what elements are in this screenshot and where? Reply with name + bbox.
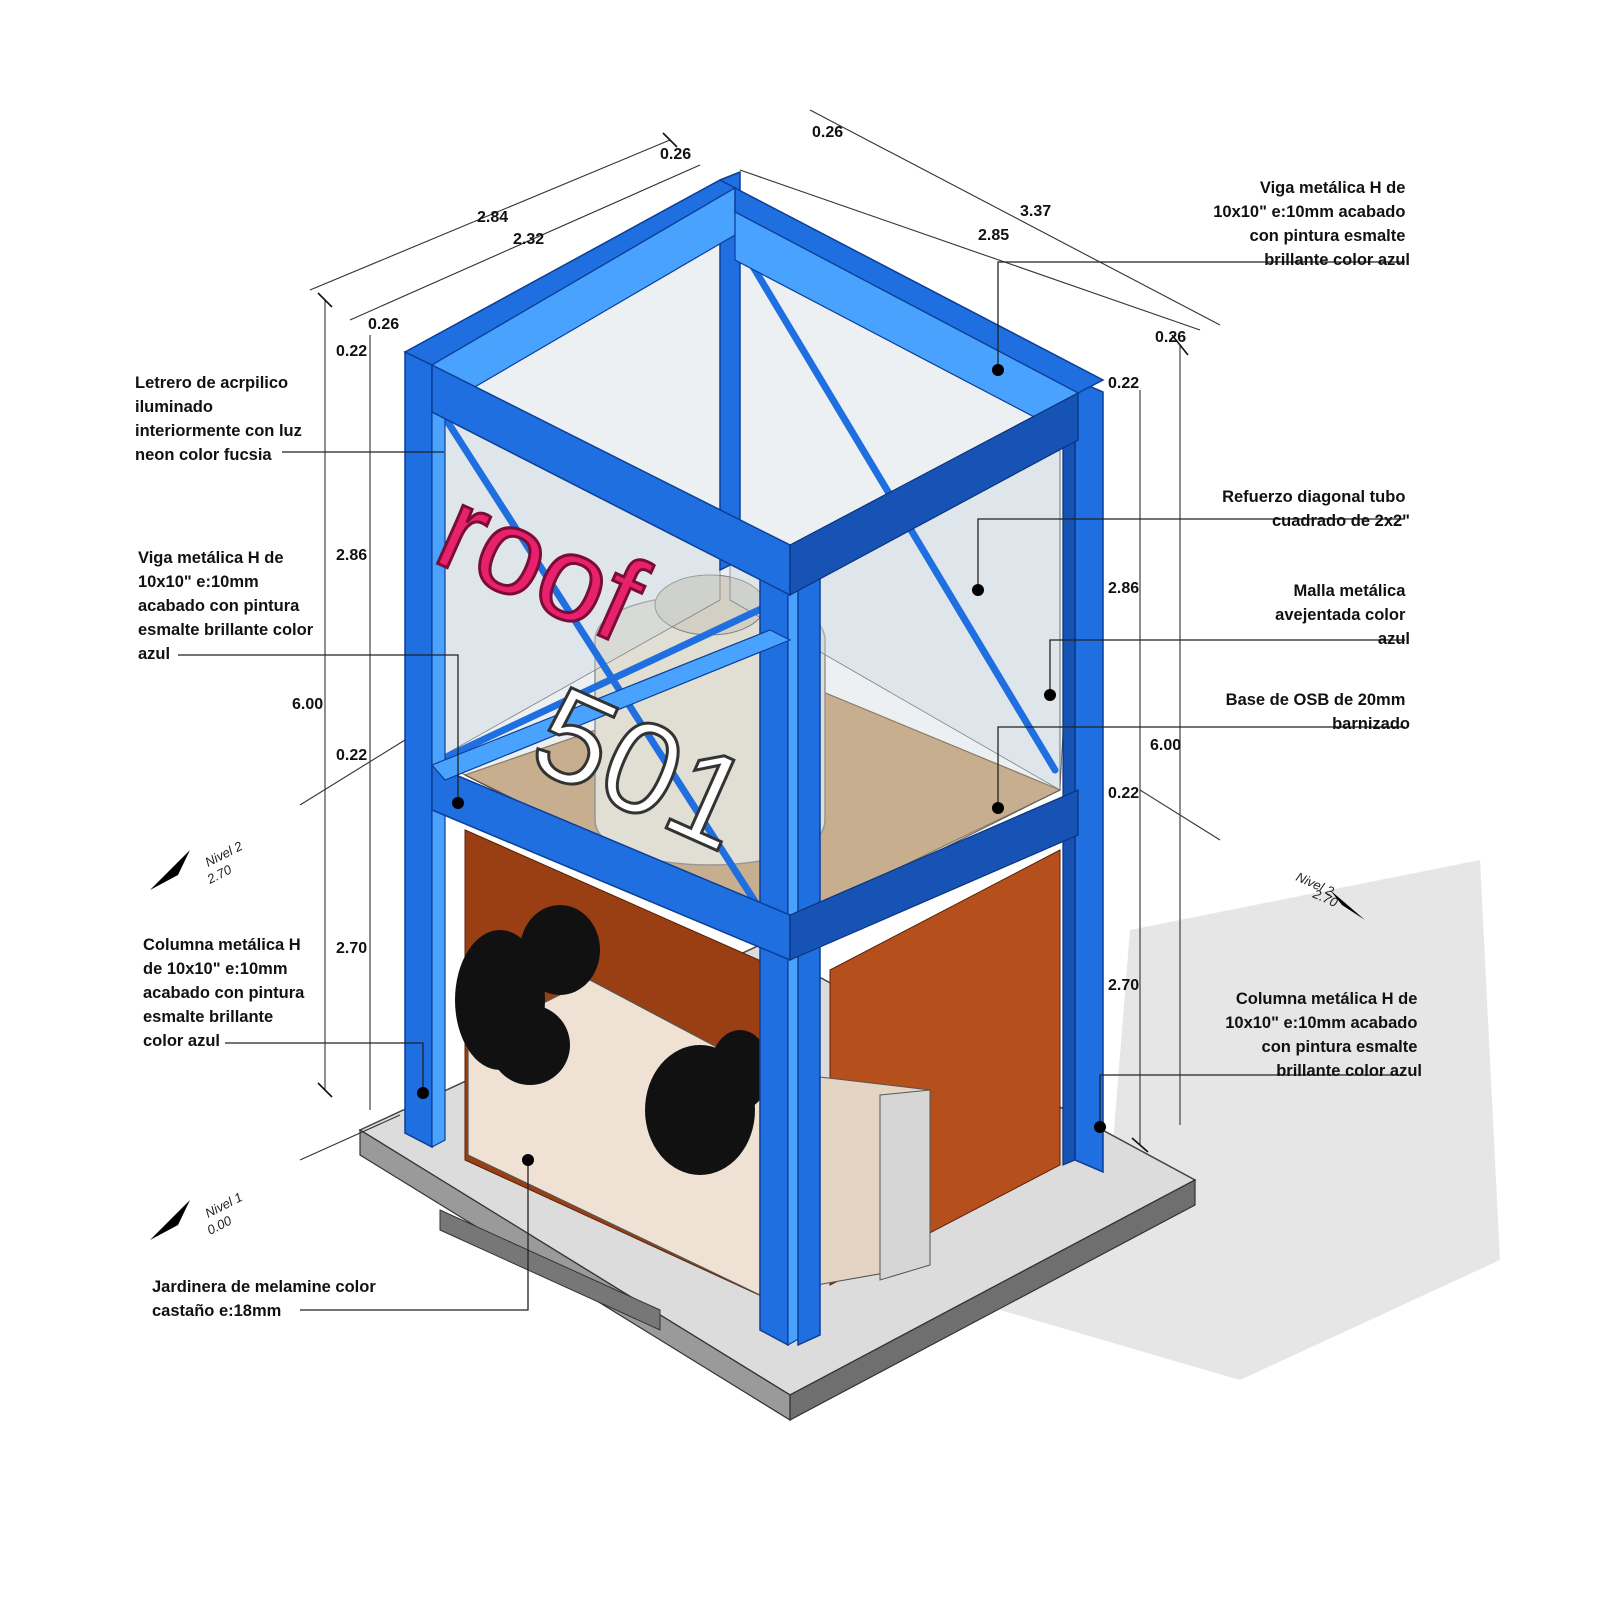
plants <box>455 905 770 1175</box>
label-malla: Malla metálica avejentada color azul <box>1275 582 1410 648</box>
level-arrow-icon <box>1330 890 1365 920</box>
dim-right-col-width: 0.26 <box>1155 329 1186 346</box>
dim-top-front-outer: 2.84 <box>477 209 508 226</box>
label-line: azul <box>1378 630 1410 648</box>
label-line: Columna metálica H de <box>1236 990 1418 1008</box>
label-line: azul <box>138 645 170 663</box>
dim-top-side-inner: 2.85 <box>978 227 1009 244</box>
label-columna-right: Columna metálica H de 10x10" e:10mm acab… <box>1225 990 1422 1080</box>
label-line: iluminado <box>135 398 213 416</box>
dim-top-side-col: 0.26 <box>812 124 843 141</box>
label-line: neon color fucsia <box>135 446 272 464</box>
dim-right-lower-height: 2.70 <box>1108 977 1139 994</box>
label-base-osb: Base de OSB de 20mm barnizado <box>1226 691 1410 733</box>
label-line: Base de OSB de 20mm <box>1226 691 1406 709</box>
level-arrow-icon <box>150 1200 190 1240</box>
label-line: castaño e:18mm <box>152 1302 281 1320</box>
label-line: barnizado <box>1332 715 1410 733</box>
label-line: brillante color azul <box>1264 251 1410 269</box>
label-line: interiormente con luz <box>135 422 302 440</box>
label-line: color azul <box>143 1032 220 1050</box>
label-line: esmalte brillante color <box>138 621 314 639</box>
label-columna-left: Columna metálica H de 10x10" e:10mm acab… <box>143 936 309 1050</box>
dim-right-mid-beam: 0.22 <box>1108 785 1139 802</box>
label-line: brillante color azul <box>1276 1062 1422 1080</box>
dim-left-col-width: 0.26 <box>368 316 399 333</box>
label-line: Malla metálica <box>1294 582 1407 600</box>
label-line: Letrero de acrpilico <box>135 374 288 392</box>
label-line: acabado con pintura <box>138 597 300 615</box>
dim-right-beam-top: 0.22 <box>1108 375 1139 392</box>
label-line: 10x10" e:10mm acabado <box>1225 1014 1417 1032</box>
label-line: 10x10" e:10mm <box>138 573 259 591</box>
level-arrow-icon <box>150 850 190 890</box>
label-line: Refuerzo diagonal tubo <box>1222 488 1405 506</box>
dim-top-side-outer: 3.37 <box>1020 203 1051 220</box>
dim-right-upper-height: 2.86 <box>1108 580 1139 597</box>
ground-shadow <box>1000 860 1500 1380</box>
label-line: acabado con pintura <box>143 984 305 1002</box>
label-viga-left: Viga metálica H de 10x10" e:10mm acabado… <box>138 549 318 663</box>
steel-frame <box>403 170 1105 1347</box>
label-refuerzo: Refuerzo diagonal tubo cuadrado de 2x2" <box>1222 488 1410 530</box>
dim-right-total: 6.00 <box>1150 737 1181 754</box>
label-letrero: Letrero de acrpilico iluminado interiorm… <box>135 374 306 464</box>
label-line: 10x10" e:10mm acabado <box>1213 203 1405 221</box>
level-lines <box>150 739 1365 1240</box>
label-line: Columna metálica H <box>143 936 301 954</box>
leader-lines <box>178 261 1405 1311</box>
dim-left-mid-beam: 0.22 <box>336 747 367 764</box>
dimension-labels: 2.84 2.32 0.26 3.37 2.85 0.26 0.26 0.26 … <box>292 124 1186 994</box>
dimension-lines <box>309 109 1221 1153</box>
label-line: Viga metálica H de <box>138 549 284 567</box>
label-line: cuadrado de 2x2" <box>1272 512 1410 530</box>
dim-left-beam-top: 0.22 <box>336 343 367 360</box>
dim-left-total: 6.00 <box>292 696 323 713</box>
label-viga-right: Viga metálica H de 10x10" e:10mm acabado… <box>1213 179 1410 269</box>
label-line: Viga metálica H de <box>1260 179 1406 197</box>
dim-top-front-inner: 2.32 <box>513 231 544 248</box>
label-line: esmalte brillante <box>143 1008 273 1026</box>
label-line: con pintura esmalte <box>1262 1038 1418 1056</box>
label-line: de 10x10" e:10mm <box>143 960 288 978</box>
label-line: avejentada color <box>1275 606 1406 624</box>
label-jardinera: Jardinera de melamine color castaño e:18… <box>152 1278 380 1320</box>
label-line: con pintura esmalte <box>1250 227 1406 245</box>
dim-left-lower-height: 2.70 <box>336 940 367 957</box>
dim-left-upper-height: 2.86 <box>336 547 367 564</box>
label-line: Jardinera de melamine color <box>152 1278 376 1296</box>
dim-top-front-col: 0.26 <box>660 146 691 163</box>
